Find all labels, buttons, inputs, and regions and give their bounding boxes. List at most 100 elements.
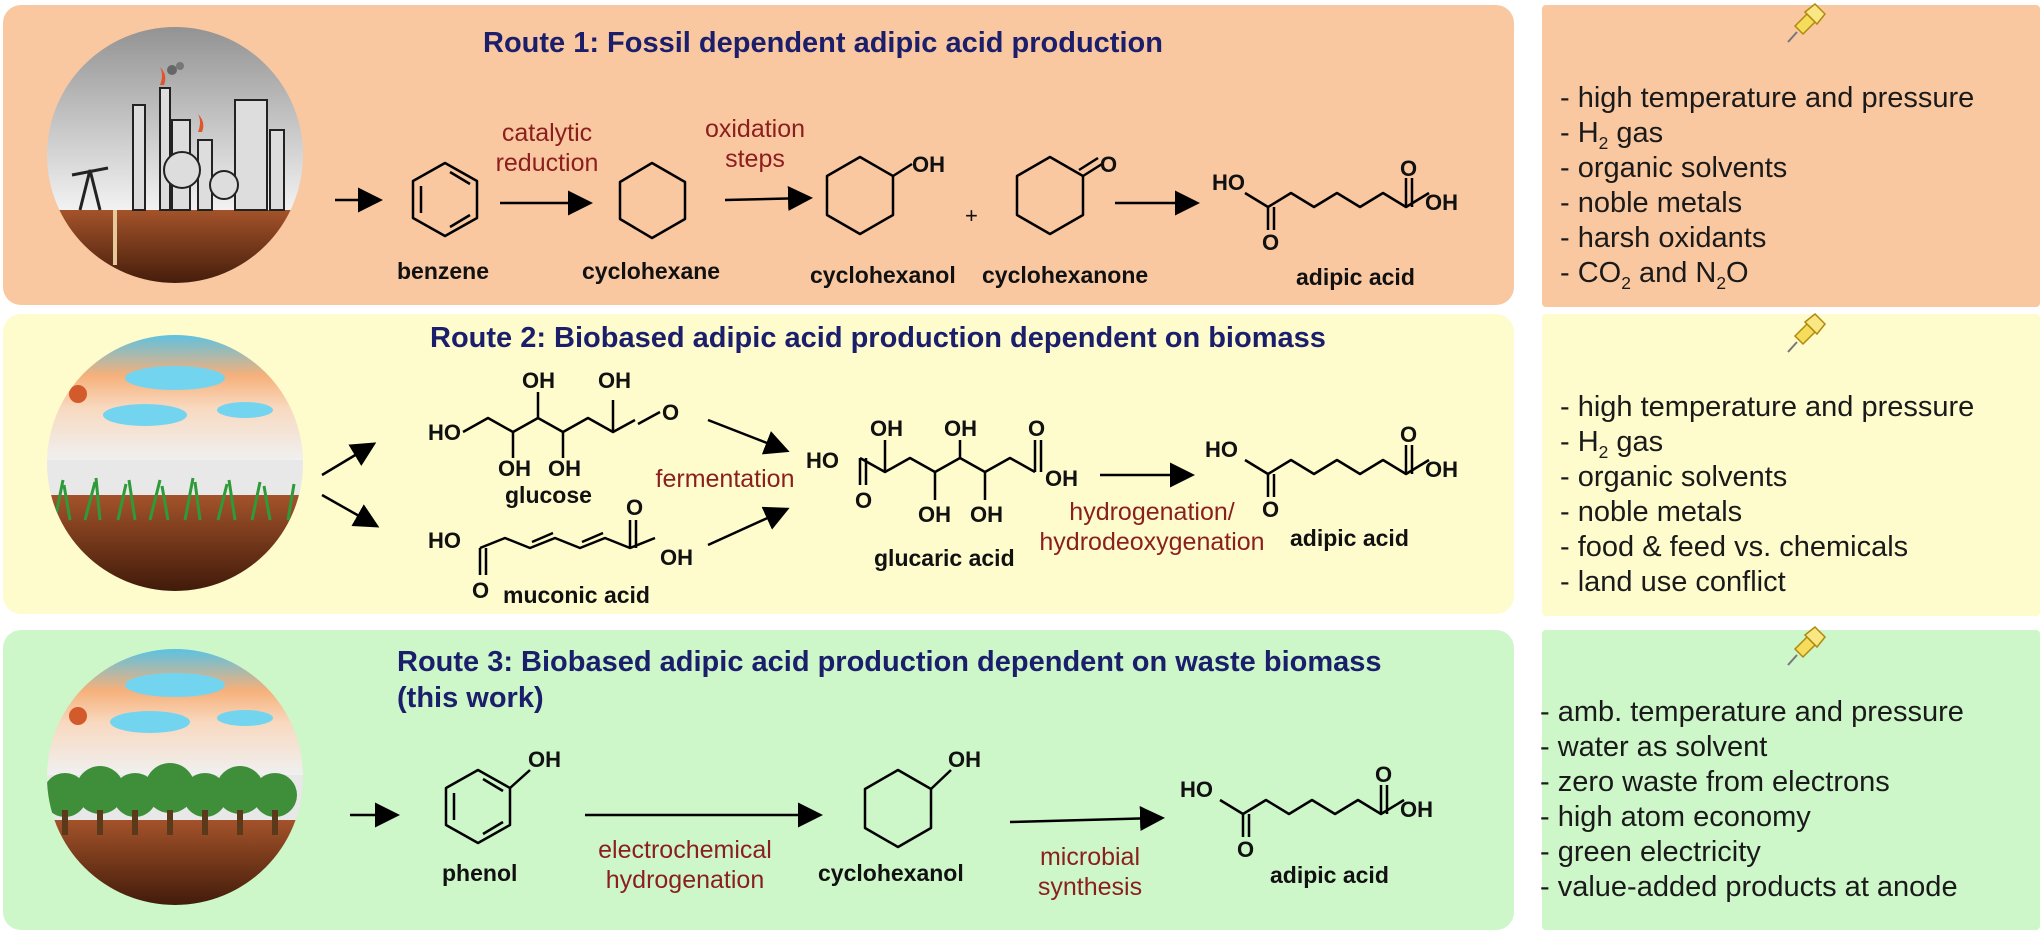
compound-label-cyclohexanol: cyclohexanol <box>818 860 964 886</box>
advantage-item: - amb. temperature and pressure <box>1540 696 1964 728</box>
reaction-arrow <box>724 185 813 211</box>
atom-label: O <box>1375 762 1392 787</box>
plus-sign: + <box>965 203 978 228</box>
atom-label: O <box>1262 230 1279 255</box>
atom-label: O <box>626 495 643 520</box>
atom-label: O <box>662 400 679 425</box>
route2-drawbacks-list: - high temperature and pressure - H2 gas… <box>1560 390 1974 600</box>
atom-label: HO <box>1212 170 1245 195</box>
atom-label: O <box>1400 422 1417 447</box>
cyclohexanol-structure-2 <box>863 768 952 849</box>
drawback-item: - food & feed vs. chemicals <box>1560 531 1909 563</box>
pushpin-icon <box>1787 625 1827 666</box>
atom-label: HO <box>1205 437 1238 462</box>
advantage-item: - zero waste from electrons <box>1540 766 1890 798</box>
atom-label: O <box>855 488 872 513</box>
atom-label: HO <box>806 448 839 473</box>
compound-label-cyclohexane: cyclohexane <box>582 258 721 284</box>
drawback-item: - noble metals <box>1560 187 1743 219</box>
drawback-item: - organic solvents <box>1560 461 1788 493</box>
atom-label: OH <box>918 502 951 527</box>
route2-drawbacks-note <box>1542 314 2040 616</box>
atom-label: OH <box>1425 457 1458 482</box>
atom-label: OH <box>548 456 581 481</box>
compound-label-glucaric-acid: glucaric acid <box>874 545 1015 571</box>
atom-label: HO <box>428 528 461 553</box>
drawback-item: - harsh oxidants <box>1560 222 1767 254</box>
drawback-item: - H2 gas <box>1560 117 1664 153</box>
compound-label-cyclohexanol: cyclohexanol <box>810 262 956 288</box>
advantage-item: - value-added products at anode <box>1540 871 1958 903</box>
glucose-structure <box>462 392 661 458</box>
route3-advantages-list: - amb. temperature and pressure - water … <box>1540 695 1964 905</box>
phenol-structure <box>444 768 531 845</box>
advantage-item: - high atom economy <box>1540 801 1811 833</box>
benzene-structure <box>411 161 479 238</box>
drawback-item: - CO2 and N2O <box>1560 257 1749 293</box>
reaction-arrow <box>707 418 790 455</box>
condition-fermentation: fermentation <box>655 465 795 493</box>
route3-title-line1: Route 3: Biobased adipic acid production… <box>397 646 1382 678</box>
atom-label: HO <box>1180 777 1213 802</box>
atom-label: OH <box>870 416 903 441</box>
drawback-item: - land use conflict <box>1560 566 1786 598</box>
drawback-item: - organic solvents <box>1560 152 1788 184</box>
atom-label: OH <box>944 416 977 441</box>
atom-label: OH <box>970 502 1003 527</box>
drawback-item: - noble metals <box>1560 496 1743 528</box>
cyclohexanone-structure <box>1015 155 1103 236</box>
condition-electrochemical-hydrogenation: electrochemical hydrogenation <box>598 836 772 894</box>
atom-label: OH <box>1400 797 1433 822</box>
route3-title-line2: (this work) <box>397 682 544 714</box>
drawback-item: - H2 gas <box>1560 426 1664 462</box>
compound-label-glucose: glucose <box>505 482 592 508</box>
atom-label: OH <box>522 368 555 393</box>
atom-label: OH <box>660 545 693 570</box>
route3-advantages-note <box>1542 630 2040 930</box>
atom-label: OH <box>598 368 631 393</box>
atom-label: O <box>1100 152 1117 177</box>
adipic-acid-structure-1 <box>1244 178 1430 230</box>
pushpin-icon <box>1787 2 1827 43</box>
adipic-acid-structure-2 <box>1244 445 1430 497</box>
muconic-acid-structure <box>478 520 656 575</box>
advantage-item: - water as solvent <box>1540 731 1768 763</box>
condition-oxidation-steps: oxidation steps <box>704 115 806 173</box>
drawback-item: - high temperature and pressure <box>1560 82 1975 114</box>
atom-label: OH <box>912 152 945 177</box>
glucaric-acid-structure <box>858 440 1043 500</box>
cyclohexanol-structure-1 <box>825 155 913 236</box>
atom-label: O <box>472 578 489 603</box>
pushpin-icon <box>1787 312 1827 353</box>
condition-microbial-synthesis: microbial synthesis <box>1037 843 1143 901</box>
reaction-arrow <box>1009 806 1165 832</box>
cyclohexane-structure <box>618 161 687 240</box>
compound-label-cyclohexanone: cyclohexanone <box>982 262 1149 288</box>
route1-drawbacks-list: - high temperature and pressure - H2 gas… <box>1560 81 1975 293</box>
atom-label: OH <box>1045 466 1078 491</box>
route1-title: Route 1: Fossil dependent adipic acid pr… <box>483 27 1163 59</box>
atom-label: O <box>1400 156 1417 181</box>
compound-label-adipic-acid: adipic acid <box>1290 525 1409 551</box>
atom-label: OH <box>948 747 981 772</box>
reaction-arrow <box>707 506 790 547</box>
atom-label: O <box>1262 497 1279 522</box>
atom-label: OH <box>498 456 531 481</box>
reaction-arrow <box>321 493 380 528</box>
compound-label-adipic-acid: adipic acid <box>1270 862 1389 888</box>
advantage-item: - green electricity <box>1540 836 1761 868</box>
atom-label: OH <box>1425 190 1458 215</box>
atom-label: O <box>1028 416 1045 441</box>
adipic-acid-structure-3 <box>1219 785 1405 837</box>
drawback-item: - high temperature and pressure <box>1560 391 1975 423</box>
compound-label-phenol: phenol <box>442 860 518 886</box>
route1-drawbacks-note <box>1542 5 2040 307</box>
compound-label-muconic-acid: muconic acid <box>503 582 650 608</box>
compound-label-adipic-acid: adipic acid <box>1296 264 1415 290</box>
route2-title: Route 2: Biobased adipic acid production… <box>430 322 1326 354</box>
condition-catalytic-reduction: catalytic reduction <box>495 119 599 177</box>
atom-label: HO <box>428 420 461 445</box>
condition-hydrogenation-hdo: hydrogenation/ hydrodeoxygenation <box>1039 498 1265 556</box>
